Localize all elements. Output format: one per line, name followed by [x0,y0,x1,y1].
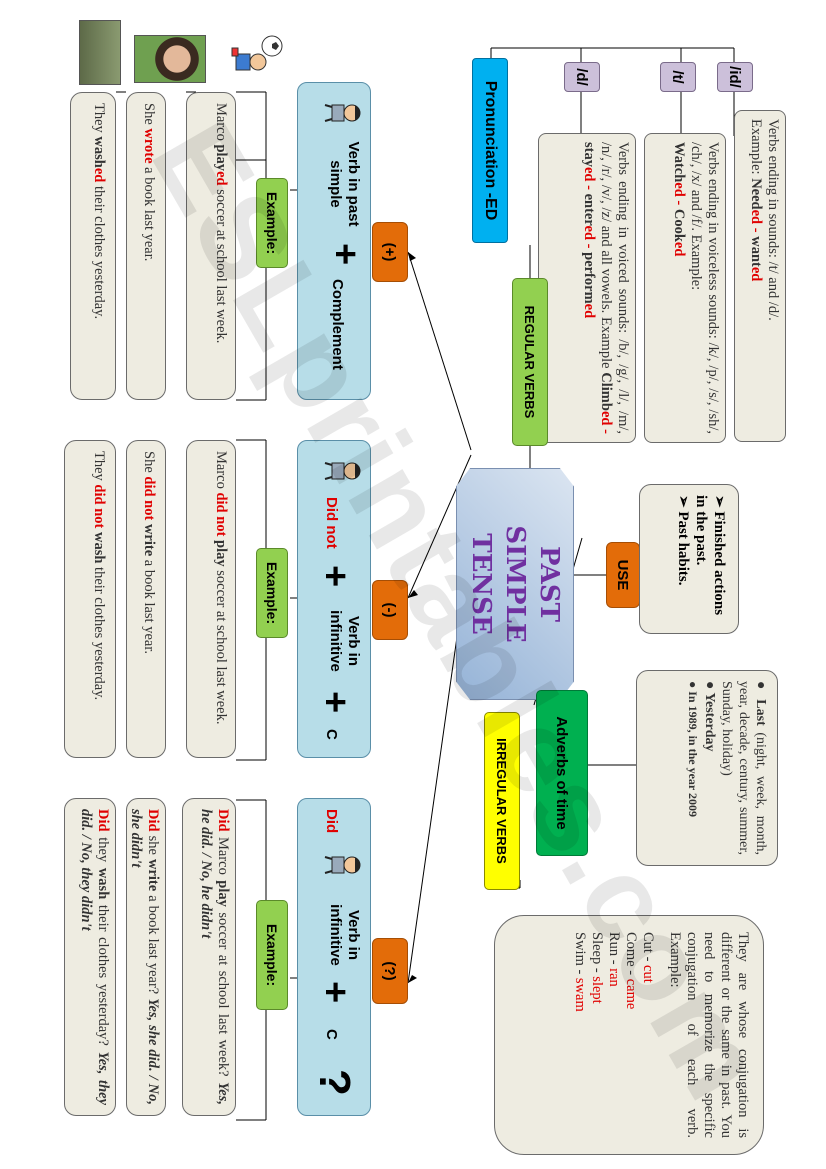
d-word4: perform [581,252,597,304]
pronunciation-title: Pronunciation -ED [472,58,508,243]
question-example-label: Example: [256,900,288,1010]
id-word2-suffix: ed [748,266,764,282]
affirmative-ex1: Marco played soccer at school last week. [186,92,236,400]
center-title-plaque: PAST SIMPLE TENSE [456,468,574,700]
adverbs-box: ● Last (night, week, month, year, decade… [636,670,778,866]
photo-woman-icon [134,35,206,83]
id-word2: want [748,236,764,267]
negative-plus1: + [314,565,356,588]
t-word1-suffix: ed [671,182,687,197]
t-sep: - [671,196,687,209]
affirmative-part2: Complement [329,279,346,370]
student-icon [324,451,364,491]
t-rule-box: Verbs ending in voiceless sounds: /k/, /… [644,133,726,443]
irregular-pair-5: Swim - swam [572,932,588,1012]
affirmative-ex2: She wrote a book last year. [126,92,166,400]
id-word1: Need [748,178,764,210]
soccer-boy-icon [228,26,286,81]
irregular-pair-3: Run - ran [606,932,622,987]
irregular-pair-2: Come - came [623,932,639,1010]
question-ex3: Did they wash their clothes yesterday? Y… [64,798,116,1116]
question-part1: Did [323,809,340,834]
t-word2-suffix: ed [671,241,687,257]
d-word2: stay [581,142,597,167]
d-word3-suffix: ed [581,225,597,241]
negative-example-label: Example: [256,548,288,638]
irregular-box: They are whose conjugation is different … [494,915,764,1155]
question-part2: Verb in infinitive [327,904,362,966]
label-id: /id/ [717,62,753,92]
id-example-prefix: Example: [748,119,764,179]
id-rule-box: Verbs ending in sounds: /t/ and /d/. Exa… [734,110,786,442]
d-sep3: - [581,240,597,253]
affirmative-sign: (+) [372,222,408,282]
d-rule-box: Verbs ending in voiced sounds: /b/, /g/,… [538,133,636,443]
student-icon [324,93,364,133]
negative-ex1: Marco did not play soccer at school last… [186,440,236,758]
negative-part3: C [323,729,340,740]
use-item-2: ➢ Past habits. [675,495,691,586]
negative-part2: Verb in infinitive [327,610,362,672]
affirmative-plus: + [324,243,366,266]
t-word1: Watch [671,142,687,183]
irregular-text: They are whose conjugation is different … [667,932,751,1138]
use-item-1: ➢ Finished actions in the past. [693,495,727,616]
affirmative-formula: Verb in past simple + Complement [297,82,371,400]
student-icon [324,845,364,885]
question-part3: C [323,1029,340,1040]
question-sign: (?) [372,938,408,1004]
affirmative-part1: Verb in past simple [327,141,362,227]
negative-ex2: She did not write a book last year. [126,440,166,758]
negative-sign: (-) [372,580,408,640]
d-word2-suffix: ed [581,166,597,182]
adverbs-label: Adverbs of time [536,690,588,856]
adverb-item-yesterday: ● Yesterday [702,681,717,752]
regular-verbs-label: REGULAR VERBS [512,278,548,446]
negative-plus2: + [314,691,356,714]
negative-formula: Did not + Verb in infinitive + C [297,440,371,758]
t-rule-text: Verbs ending in voiceless sounds: /k/, /… [688,142,721,434]
use-box: ➢ Finished actions in the past. ➢ Past h… [639,484,739,634]
id-rule-text: Verbs ending in sounds: /t/ and /d/. [765,119,781,321]
question-formula: Did Verb in infinitive + C ? [297,798,371,1116]
label-t: /t/ [660,62,696,92]
adverb-item-last: ● Last (night, week, month, year, decade… [719,681,768,855]
negative-ex3: They did not wash their clothes yesterda… [64,440,116,758]
d-word4-suffix: ed [581,303,597,319]
center-title: PAST SIMPLE TENSE [466,525,564,643]
d-sep2: - [581,181,597,194]
d-word1-suffix: ed [598,410,614,426]
affirmative-example-label: Example: [256,178,288,268]
adverb-item-year: ● In 1989, in the year 2009 [686,681,700,818]
irregular-verbs-label: IRREGULAR VERBS [484,712,520,890]
label-d: /d/ [564,62,600,92]
question-mark-icon: ? [310,1069,359,1096]
use-label: USE [606,542,640,608]
question-ex1: Did Marco play soccer at school last wee… [182,798,236,1116]
affirmative-ex3: They washed their clothes yesterday. [70,92,116,400]
id-sep: - [748,224,764,237]
question-ex2: Did she write a book last year? Yes, she… [126,798,166,1116]
d-word1: Climb [598,372,614,411]
irregular-pair-4: Sleep - slept [589,932,605,1004]
d-sep1: - [598,425,614,434]
t-word2: Cook [671,208,687,242]
photo-family-icon [79,20,121,85]
irregular-pair-1: Cut - cut [640,932,656,983]
d-word3: enter [581,193,597,226]
id-word1-suffix: ed [748,209,764,225]
negative-part1: Did not [323,497,340,549]
question-plus1: + [314,981,356,1004]
